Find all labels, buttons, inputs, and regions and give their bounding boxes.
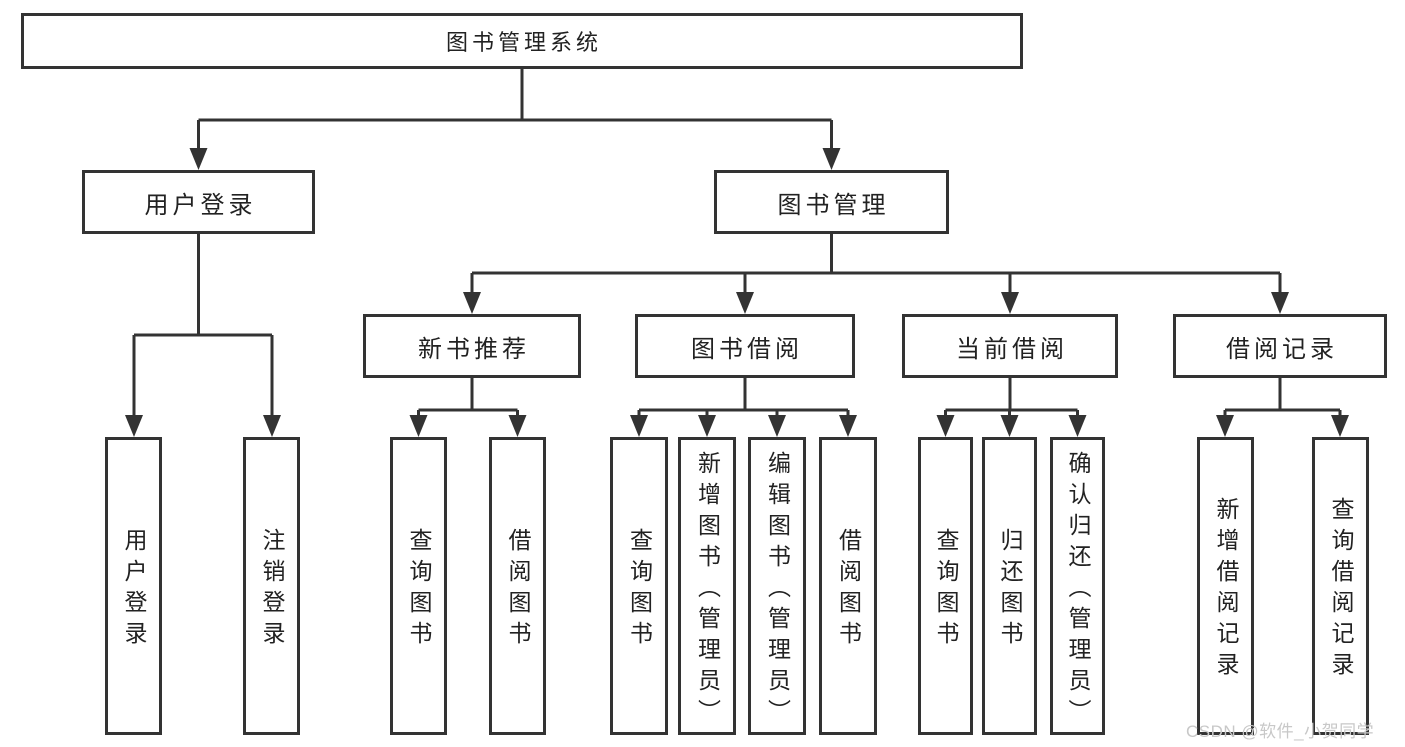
leaf-logout: 注销登录 — [243, 437, 300, 735]
node-root-library-management-system: 图书管理系统 — [21, 13, 1023, 69]
node-current-borrowing: 当前借阅 — [902, 314, 1118, 378]
node-borrowing-records: 借阅记录 — [1173, 314, 1387, 378]
leaf-cb-return-books: 归还图书 — [982, 437, 1037, 735]
node-label: 用户登录 — [121, 528, 147, 652]
node-book-borrowing: 图书借阅 — [635, 314, 855, 378]
leaf-bb-borrow-books: 借阅图书 — [819, 437, 877, 735]
node-label: 当前借阅 — [956, 335, 1068, 363]
node-label: 图书管理 — [777, 191, 890, 219]
node-label: 用户登录 — [144, 191, 257, 219]
leaf-br-query-record: 查询借阅记录 — [1312, 437, 1369, 735]
node-label: 查询图书 — [626, 528, 653, 652]
node-user-login: 用户登录 — [82, 170, 315, 234]
node-book-management: 图书管理 — [714, 170, 949, 234]
node-label: 查询借阅记录 — [1328, 497, 1354, 683]
node-label: 注销登录 — [259, 528, 285, 652]
leaf-br-add-record: 新增借阅记录 — [1197, 437, 1254, 735]
node-label: 图书借阅 — [691, 335, 803, 363]
leaf-bb-add-books-admin: 新增图书（管理员） — [678, 437, 736, 735]
node-label: 查询图书 — [933, 528, 959, 652]
leaf-bb-edit-books-admin: 编辑图书（管理员） — [748, 437, 806, 735]
leaf-bb-query-books: 查询图书 — [610, 437, 668, 735]
node-label: 借阅图书 — [505, 528, 531, 652]
leaf-nbr-borrow-books: 借阅图书 — [489, 437, 546, 735]
node-label: 编辑图书（管理员） — [764, 450, 791, 730]
leaf-user-login: 用户登录 — [105, 437, 162, 735]
node-label: 确认归还（管理员） — [1065, 450, 1091, 730]
node-new-book-recommendation: 新书推荐 — [363, 314, 581, 378]
node-label: 新增借阅记录 — [1213, 497, 1239, 683]
node-label: 借阅记录 — [1226, 335, 1338, 363]
node-label: 借阅图书 — [835, 528, 862, 652]
node-label: 新增图书（管理员） — [694, 450, 721, 730]
csdn-watermark: CSDN @软件_小贺同学 — [1186, 722, 1375, 741]
tree-edges — [132, 69, 1342, 418]
leaf-nbr-query-books: 查询图书 — [390, 437, 447, 735]
node-label: 归还图书 — [997, 528, 1023, 652]
leaf-cb-confirm-return-admin: 确认归还（管理员） — [1050, 437, 1105, 735]
node-label: 图书管理系统 — [445, 30, 602, 55]
node-label: 新书推荐 — [418, 335, 530, 363]
node-label: 查询图书 — [406, 528, 432, 652]
arrowheads — [125, 148, 1349, 437]
leaf-cb-query-books: 查询图书 — [918, 437, 973, 735]
